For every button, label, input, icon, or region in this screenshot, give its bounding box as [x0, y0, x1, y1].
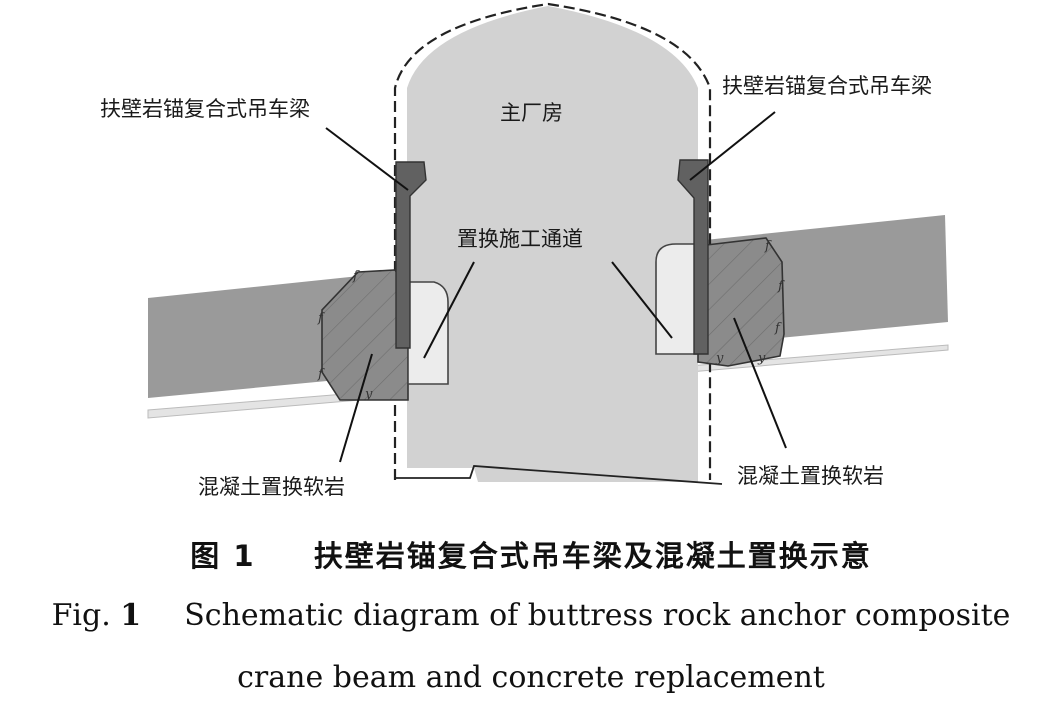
concrete-replacement-right: [697, 237, 785, 367]
caption-en-prefix: Fig.: [51, 598, 111, 633]
caption-english-line1: Fig. 1 Schematic diagram of buttress roc…: [0, 598, 1062, 633]
caption-en-number: 1: [120, 598, 142, 633]
leader-crane-beam-right: [689, 111, 776, 181]
cavern-floor: [395, 465, 723, 485]
label-concrete-right: 混凝土置换软岩: [737, 464, 884, 488]
leader-tunnel-left: [423, 261, 475, 359]
leader-concrete-left: [339, 353, 373, 463]
rock-mark-f: f: [764, 239, 772, 254]
replacement-tunnel-right: [655, 243, 699, 355]
leader-tunnel-right: [611, 261, 673, 339]
rock-mark-y: y: [715, 351, 724, 366]
caption-cn-prefix: 图 1: [190, 539, 256, 573]
rock-mark-f: f: [777, 279, 785, 294]
rock-mark-f: f: [352, 269, 360, 284]
rock-mark-f: f: [317, 367, 325, 382]
label-crane-beam-left: 扶壁岩锚复合式吊车梁: [100, 97, 310, 121]
caption-chinese: 图 1 扶壁岩锚复合式吊车梁及混凝土置换示意: [0, 533, 1062, 575]
rock-mark-f: f: [774, 321, 782, 336]
rock-mark-f: f: [317, 311, 325, 326]
main-powerhouse-cavern: [407, 6, 698, 482]
caption-cn-text: 扶壁岩锚复合式吊车梁及混凝土置换示意: [313, 539, 872, 573]
replacement-tunnel-left: [407, 281, 449, 385]
cavern-boundary-dashed: [393, 2, 712, 480]
leader-concrete-right: [733, 317, 787, 449]
label-crane-beam-right: 扶壁岩锚复合式吊车梁: [722, 74, 932, 98]
crane-beam-left: [395, 161, 427, 349]
label-main-powerhouse: 主厂房: [500, 101, 563, 125]
rock-mark-y: y: [757, 351, 766, 366]
label-concrete-left: 混凝土置换软岩: [198, 475, 345, 499]
crane-beam-right: [677, 159, 709, 355]
rock-mark-y: y: [364, 387, 373, 402]
label-replacement-tunnel: 置换施工通道: [457, 227, 583, 251]
leader-crane-beam-left: [325, 127, 409, 191]
schematic-diagram: f f f y f f f y y 扶壁岩锚复合式吊车梁 扶壁岩锚复合式吊车梁 …: [100, 2, 949, 499]
caption-english-line2: crane beam and concrete replacement: [237, 660, 825, 695]
caption-en-line1: Schematic diagram of buttress rock ancho…: [184, 598, 1011, 633]
